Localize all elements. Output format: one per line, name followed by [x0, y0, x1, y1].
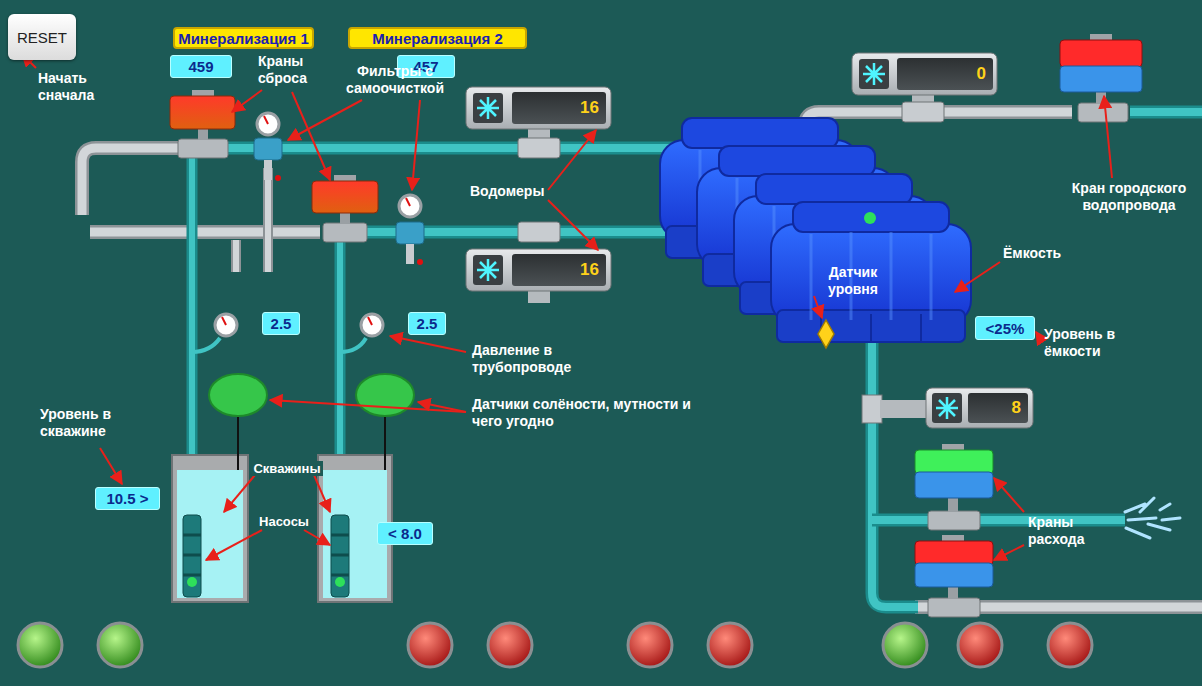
value-display: <25% [975, 316, 1035, 340]
annotation-label: Водомеры [470, 183, 560, 200]
label-text: Кран городского водопровода [1072, 180, 1186, 213]
water-pipe [192, 112, 1202, 607]
label-text: Датчик уровня [828, 264, 878, 297]
value-display: 2.5 [408, 312, 446, 335]
filter [254, 138, 424, 265]
label-text: Давление в трубопроводе [472, 342, 571, 375]
valve [170, 34, 1142, 617]
reset-button: RESET [8, 14, 76, 60]
pressure-gauge [215, 113, 421, 336]
label-text: Уровень в ёмкости [1044, 326, 1115, 359]
value-display: < 8.0 [377, 522, 433, 545]
label-text: Ёмкость [1003, 245, 1061, 261]
meter-display: 16 [512, 254, 606, 286]
node-text: 16 [580, 98, 599, 118]
node-text: 0 [977, 64, 986, 84]
node-text: RESET [17, 29, 67, 46]
annotation-label: Краны расхода [1028, 514, 1090, 548]
annotation-label: Уровень в ёмкости [1044, 326, 1134, 360]
annotation-label: Датчик уровня [815, 264, 891, 298]
node-text: 2.5 [417, 315, 438, 332]
node-text: 459 [188, 58, 213, 75]
annotation-label: Давление в трубопроводе [472, 342, 590, 376]
value-display: 2.5 [262, 312, 300, 335]
annotation-label: Ёмкость [1003, 245, 1083, 262]
node-text: 8 [1012, 398, 1021, 418]
node-text: < 8.0 [388, 525, 422, 542]
annotation-label: Кран городского водопровода [1060, 180, 1198, 214]
label-text: Скважины [251, 461, 322, 476]
node-text: 2.5 [271, 315, 292, 332]
value-display: 10.5 > [95, 487, 160, 510]
node-text: 10.5 > [106, 490, 148, 507]
channel-title: Минерализация 1 [173, 27, 314, 49]
node-text: Минерализация 1 [178, 30, 309, 47]
label-text: Краны сброса [258, 53, 307, 86]
label-text: Начать сначала [38, 70, 94, 103]
label-text: Водомеры [470, 183, 544, 199]
annotation-label: Скважины [250, 460, 324, 477]
value-display: 459 [170, 55, 232, 78]
label-text: Краны расхода [1028, 514, 1084, 547]
node-text: <25% [986, 320, 1025, 337]
label-text: Датчики солёности, мутности и чего угодн… [472, 396, 691, 429]
label-text: Фильтры с самоочисткой [346, 63, 444, 96]
annotation-label: Краны сброса [258, 53, 320, 87]
annotation-label: Фильтры с самоочисткой [335, 63, 455, 97]
meter-display: 0 [897, 58, 993, 90]
label-text: Уровень в скважине [40, 406, 111, 439]
meter-display: 8 [968, 393, 1028, 423]
tank [660, 118, 971, 348]
label-text: Насосы [257, 514, 311, 529]
water-splash [1125, 498, 1180, 538]
annotation-label: Начать сначала [38, 70, 108, 104]
channel-title: Минерализация 2 [348, 27, 527, 49]
leader-arrow [22, 54, 1112, 560]
node-text: Минерализация 2 [372, 30, 503, 47]
node-text: 16 [580, 260, 599, 280]
indicator-lamp [18, 623, 1092, 667]
annotation-label: Датчики солёности, мутности и чего угодн… [472, 396, 700, 430]
annotation-label: Насосы [252, 513, 316, 530]
water-meter [466, 53, 1033, 428]
grey-pipe [82, 112, 1202, 607]
meter-display: 16 [512, 92, 606, 124]
sensor [209, 374, 414, 470]
annotation-label: Уровень в скважине [40, 406, 128, 440]
well [172, 455, 392, 602]
